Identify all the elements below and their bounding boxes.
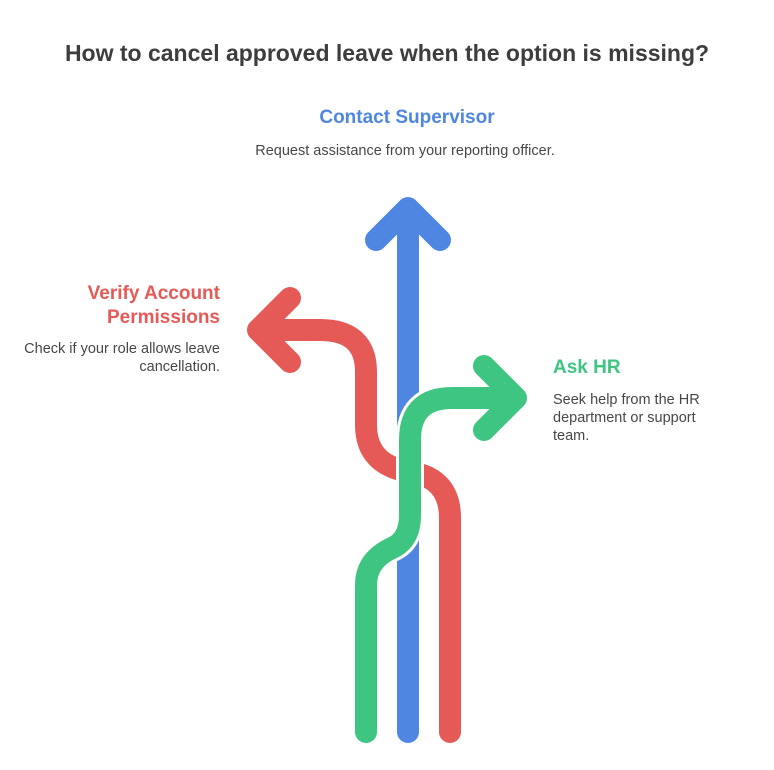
ask-hr-description: Seek help from the HR department or supp… xyxy=(553,392,700,444)
ask-hr-arrow-shaft xyxy=(355,387,519,743)
ask-hr-heading: Ask HR xyxy=(553,357,621,378)
verify-permissions-description: Check if your role allows leave cancella… xyxy=(24,341,220,375)
verify-permissions-arrow-head xyxy=(247,287,301,373)
verify-permissions-arrow xyxy=(247,287,421,486)
ask-hr-arrow xyxy=(352,355,527,743)
contact-supervisor-arrow-head xyxy=(365,197,451,251)
page-title: How to cancel approved leave when the op… xyxy=(64,40,710,66)
verify-permissions-heading: Verify Account Permissions xyxy=(87,283,220,328)
contact-supervisor-heading: Contact Supervisor xyxy=(319,107,495,128)
contact-supervisor-description: Request assistance from your reporting o… xyxy=(255,143,555,159)
verify-permissions-arrow-upper xyxy=(251,319,421,483)
ask-hr-arrow-head xyxy=(473,355,527,441)
